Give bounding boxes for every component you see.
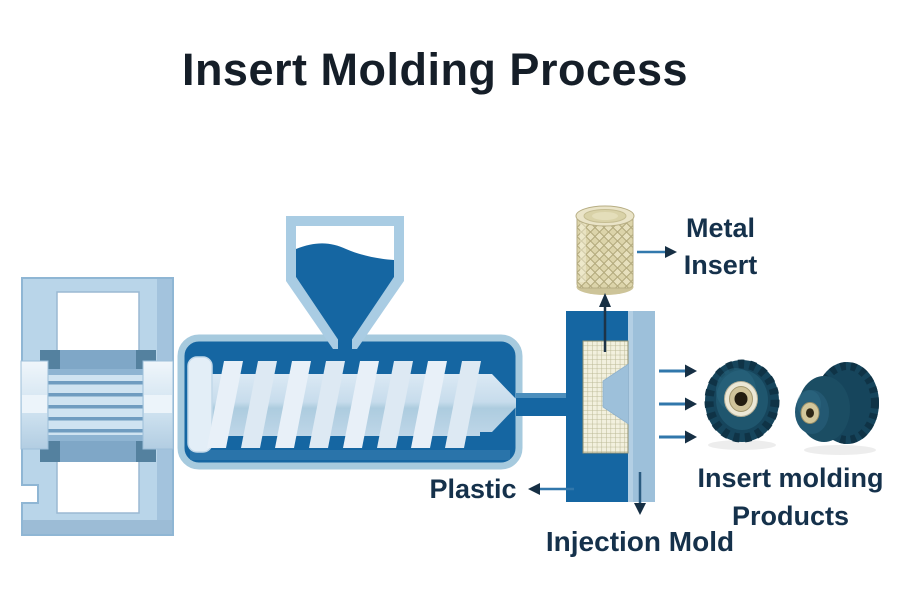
plastic-material bbox=[296, 243, 394, 341]
label-plastic: Plastic bbox=[429, 474, 517, 504]
mold-core-notch bbox=[602, 363, 629, 425]
product-knob-front-view bbox=[704, 359, 780, 450]
product-knob-side-view bbox=[795, 362, 879, 455]
clamping-unit bbox=[20, 277, 174, 536]
drive-motor bbox=[20, 360, 174, 450]
arrow-plastic-label bbox=[528, 483, 574, 495]
metal-insert-cylinder bbox=[575, 205, 635, 295]
hopper bbox=[286, 216, 404, 352]
label-injection-mold: Injection Mold bbox=[545, 526, 735, 557]
label-insert-molding-products: Insert molding Products bbox=[697, 463, 884, 531]
label-metal-insert: Metal Insert bbox=[683, 213, 758, 280]
arrow-up-mold-to-insert bbox=[599, 293, 611, 352]
arrow-mold-output-3 bbox=[659, 430, 697, 444]
reciprocating-screw bbox=[187, 356, 516, 453]
page-title: Insert Molding Process bbox=[181, 44, 689, 95]
arrow-injection-mold-label bbox=[634, 472, 646, 515]
injection-mold bbox=[566, 311, 655, 502]
arrow-mold-output-1 bbox=[659, 364, 697, 378]
nozzle bbox=[516, 393, 568, 416]
injection-barrel bbox=[177, 334, 523, 470]
arrow-metal-insert-label bbox=[637, 246, 677, 258]
arrow-mold-output-2 bbox=[659, 397, 697, 411]
